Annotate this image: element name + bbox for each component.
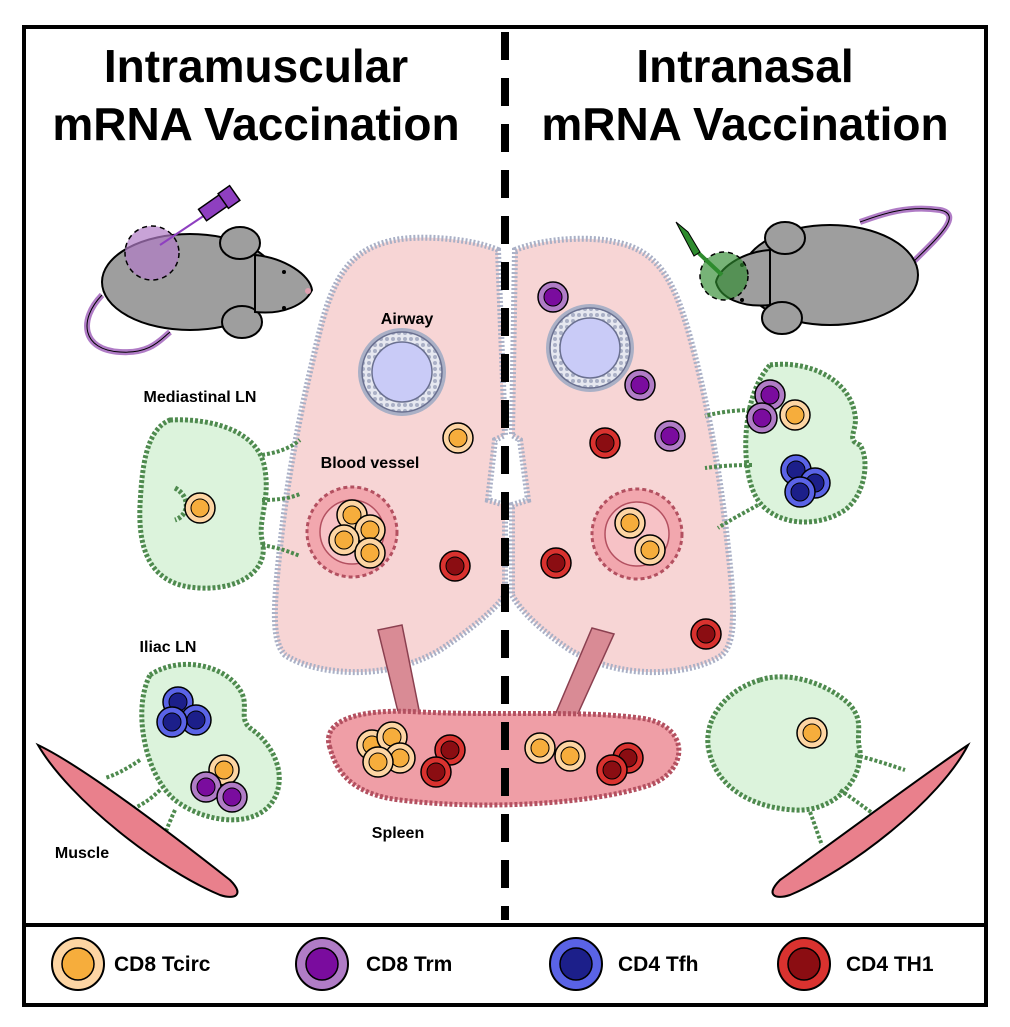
right-muscle (771, 742, 971, 898)
cd4-th1-cell (690, 618, 722, 650)
legend-label-cd8-tcirc: CD8 Tcirc (114, 953, 211, 976)
right-title-line1: Intranasal (636, 40, 853, 92)
iliac-ln-label: Iliac LN (140, 639, 197, 656)
cd8-tcirc-cell (354, 537, 386, 569)
cd8-trm-cell (654, 420, 686, 452)
cd8-trm-cell (537, 281, 569, 313)
spleen-label: Spleen (372, 825, 424, 842)
left-title-line2: mRNA Vaccination (52, 98, 459, 150)
cd4-th1-cell (540, 547, 572, 579)
cd8-tcirc-cell (796, 717, 828, 749)
cd8-tcirc-cell (614, 507, 646, 539)
cd4-tfh-cell (156, 706, 188, 738)
cd8-tcirc-cell (554, 740, 586, 772)
cd8-trm-cell (216, 781, 248, 813)
mediastinal-ln-label: Mediastinal LN (144, 389, 257, 406)
cd4-th1-cell (589, 427, 621, 459)
cd4-th1-cell (596, 754, 628, 786)
blood-vessel-label: Blood vessel (321, 455, 420, 472)
cd4-th1-cell (420, 756, 452, 788)
legend-item-cd8-trm: CD8 Trm (295, 937, 452, 991)
left-airway (358, 328, 446, 416)
legend-label-cd4-tfh: CD4 Tfh (618, 953, 699, 976)
left-title-line1: Intramuscular (104, 40, 408, 92)
cd8-tcirc-cell (184, 492, 216, 524)
legend: CD8 Tcirc CD8 Trm CD4 Tfh CD4 TH1 (51, 937, 934, 991)
cd4-tfh-cell (784, 476, 816, 508)
airway-label: Airway (381, 311, 434, 328)
nasal-applicator-icon (675, 221, 749, 301)
cd8-tcirc-cell (634, 534, 666, 566)
syringe-icon (124, 184, 241, 281)
cd4-th1-cell (439, 550, 471, 582)
cd8-tcirc-cell (779, 399, 811, 431)
legend-item-cd4-th1: CD4 TH1 (777, 937, 934, 991)
left-muscle (35, 742, 239, 898)
cd8-trm-cell (746, 402, 778, 434)
cd8-tcirc-cell (524, 732, 556, 764)
legend-item-cd8-tcirc: CD8 Tcirc (51, 937, 211, 991)
right-title-line2: mRNA Vaccination (541, 98, 948, 150)
legend-item-cd4-tfh: CD4 Tfh (549, 937, 699, 991)
cd8-tcirc-cell (442, 422, 474, 454)
cd4-tfh-cell (180, 704, 212, 736)
cell-layer (156, 281, 831, 813)
legend-label-cd8-trm: CD8 Trm (366, 953, 452, 976)
cd8-tcirc-cell (362, 746, 394, 778)
cd8-trm-cell (624, 369, 656, 401)
legend-label-cd4-th1: CD4 TH1 (846, 953, 934, 976)
cd4-th1-cell (434, 734, 466, 766)
right-iliac-ln (705, 674, 906, 846)
muscle-label: Muscle (55, 845, 109, 862)
cd8-tcirc-cell (328, 524, 360, 556)
right-airway (546, 304, 634, 392)
spleen (326, 708, 682, 808)
